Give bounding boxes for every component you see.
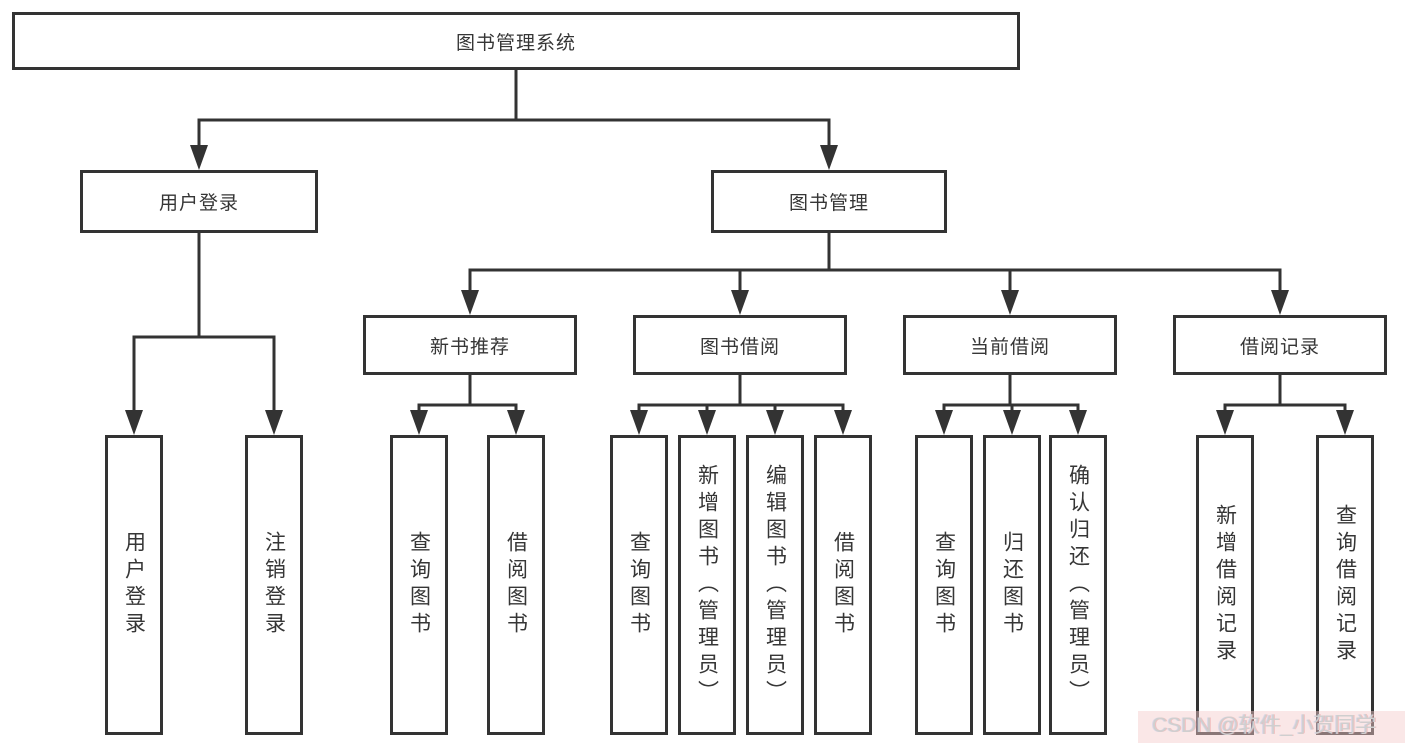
node-label: 借阅图书	[504, 531, 528, 639]
node-label: 确认归还（管理员）	[1066, 463, 1090, 707]
node-user-login: 用户登录	[80, 170, 318, 233]
leaf-return-book: 归还图书	[983, 435, 1041, 735]
leaf-confirm-return-admin: 确认归还（管理员）	[1049, 435, 1107, 735]
node-label: 新增图书（管理员）	[695, 463, 719, 707]
node-borrow-record: 借阅记录	[1173, 315, 1387, 375]
csdn-watermark: CSDN @软件_小贺同学	[1152, 714, 1377, 737]
node-label: 借阅记录	[1239, 336, 1320, 358]
leaf-add-book-admin: 新增图书（管理员）	[678, 435, 736, 735]
node-new-book-recommend: 新书推荐	[363, 315, 577, 375]
node-label: 编辑图书（管理员）	[763, 463, 787, 707]
node-library-management-system: 图书管理系统	[12, 12, 1020, 70]
leaf-query-book-1: 查询图书	[390, 435, 448, 735]
leaf-add-borrow-record: 新增借阅记录	[1196, 435, 1254, 735]
leaf-query-book-3: 查询图书	[915, 435, 973, 735]
leaf-query-book-2: 查询图书	[610, 435, 668, 735]
node-label: 用户登录	[158, 193, 239, 214]
node-label: 图书管理系统	[455, 32, 576, 54]
leaf-query-borrow-record: 查询借阅记录	[1316, 435, 1374, 735]
leaf-borrow-book-1: 借阅图书	[487, 435, 545, 735]
node-label: 图书借阅	[699, 336, 780, 358]
node-label: 借阅图书	[831, 531, 855, 639]
leaf-borrow-book-2: 借阅图书	[814, 435, 872, 735]
node-label: 新书推荐	[429, 336, 510, 358]
node-label: 图书管理	[788, 193, 869, 214]
node-label: 查询图书	[627, 531, 651, 639]
node-book-management: 图书管理	[711, 170, 947, 233]
node-label: 新增借阅记录	[1213, 504, 1237, 666]
leaf-user-login: 用户登录	[105, 435, 163, 735]
node-book-borrow: 图书借阅	[633, 315, 847, 375]
arrowhead-icons	[125, 145, 1354, 435]
leaf-edit-book-admin: 编辑图书（管理员）	[746, 435, 804, 735]
watermark-band	[1138, 711, 1405, 743]
node-label: 用户登录	[122, 531, 146, 639]
leaf-logout: 注销登录	[245, 435, 303, 735]
node-label: 查询图书	[932, 531, 956, 639]
node-label: 查询借阅记录	[1333, 504, 1357, 666]
node-label: 归还图书	[1000, 531, 1024, 639]
node-current-borrow: 当前借阅	[903, 315, 1117, 375]
node-label: 当前借阅	[969, 336, 1050, 358]
node-label: 查询图书	[407, 531, 431, 639]
node-label: 注销登录	[262, 531, 286, 639]
